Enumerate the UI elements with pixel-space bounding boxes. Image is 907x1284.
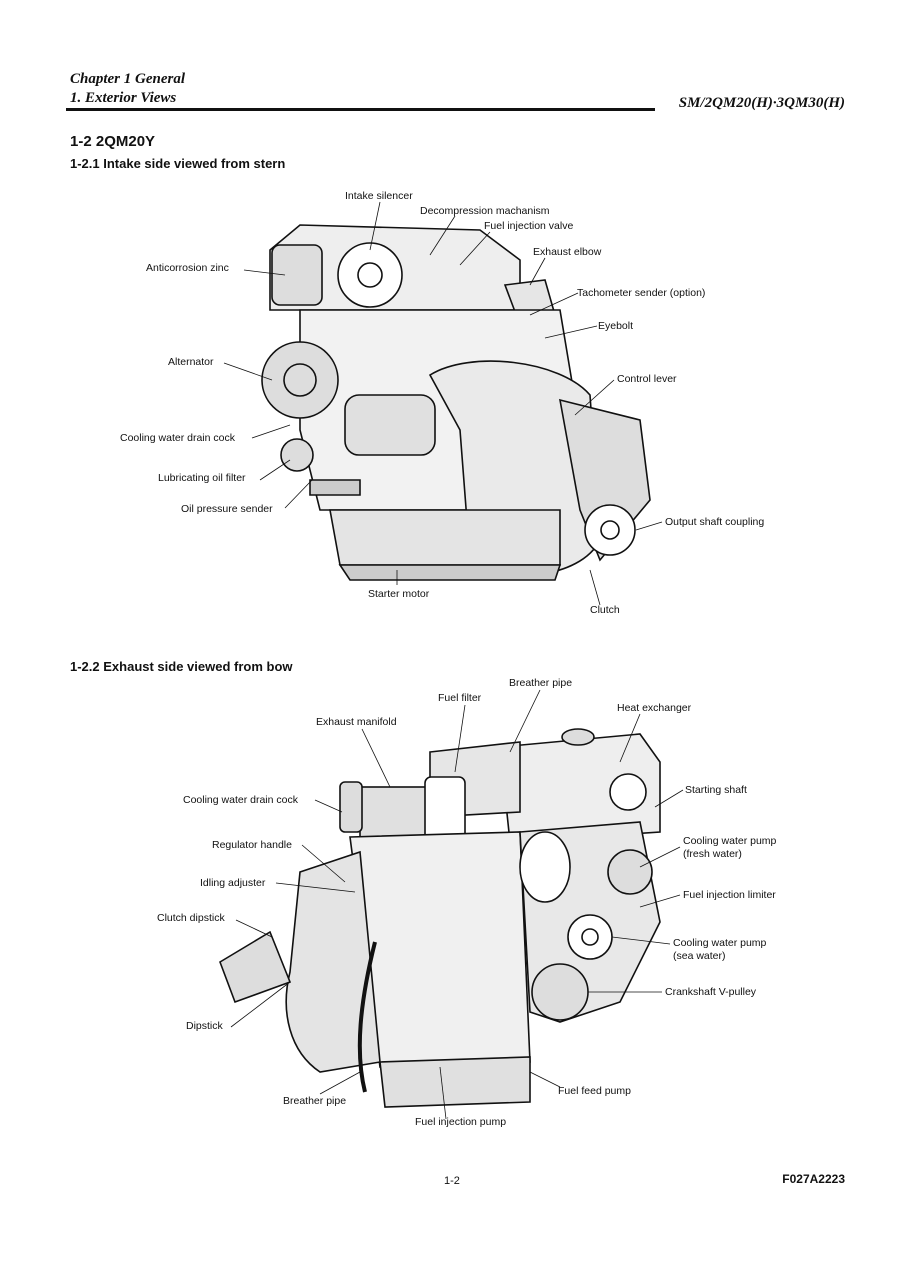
label-cooling-water-drain-cock-2: Cooling water drain cock <box>183 794 298 806</box>
label-control-lever: Control lever <box>617 373 677 385</box>
label-starting-shaft: Starting shaft <box>685 784 747 796</box>
figure1-engine-intake-side: Intake silencer Decompression machanism … <box>0 180 907 620</box>
label-tachometer-sender: Tachometer sender (option) <box>577 287 706 299</box>
label-eyebolt: Eyebolt <box>598 320 634 332</box>
document-code: F027A2223 <box>782 1172 845 1186</box>
label-dipstick: Dipstick <box>186 1020 223 1032</box>
section-title: 1-2 2QM20Y <box>70 133 156 150</box>
chapter-heading: Chapter 1 General 1. Exterior Views <box>70 70 185 108</box>
label-exhaust-elbow: Exhaust elbow <box>533 246 602 258</box>
label-cooling-water-drain-cock: Cooling water drain cock <box>120 432 235 444</box>
label-cooling-water-pump-fresh-line2: (fresh water) <box>683 848 742 860</box>
label-anticorrosion-zinc: Anticorrosion zinc <box>146 262 229 274</box>
label-alternator: Alternator <box>168 356 214 368</box>
label-exhaust-manifold: Exhaust manifold <box>316 716 397 728</box>
engine-illustration-1 <box>223 201 663 606</box>
label-cooling-water-pump-sea: Cooling water pump (sea water) <box>673 937 766 963</box>
label-lubricating-oil-filter: Lubricating oil filter <box>158 472 246 484</box>
label-output-shaft-coupling: Output shaft coupling <box>665 516 765 528</box>
header-rule <box>66 108 655 111</box>
label-fuel-feed-pump: Fuel feed pump <box>558 1085 631 1097</box>
label-fuel-injection-pump: Fuel injection pump <box>415 1116 507 1128</box>
label-breather-pipe-bottom: Breather pipe <box>283 1095 347 1107</box>
label-breather-pipe-top: Breather pipe <box>509 677 573 689</box>
label-heat-exchanger: Heat exchanger <box>617 702 692 714</box>
label-intake-silencer: Intake silencer <box>345 190 413 202</box>
subchapter-title: 1. Exterior Views <box>70 90 177 106</box>
label-fuel-filter: Fuel filter <box>438 692 482 704</box>
label-cooling-water-pump-sea-line2: (sea water) <box>673 950 726 962</box>
label-regulator-handle: Regulator handle <box>212 839 292 851</box>
figure2-engine-exhaust-side: Breather pipe Fuel filter Heat exchanger… <box>0 672 907 1142</box>
figure1-title: 1-2.1 Intake side viewed from stern <box>70 156 286 171</box>
label-idling-adjuster: Idling adjuster <box>200 877 266 889</box>
label-cooling-water-pump-sea-line1: Cooling water pump <box>673 937 767 949</box>
label-clutch-dipstick: Clutch dipstick <box>157 912 225 924</box>
label-fuel-injection-valve: Fuel injection valve <box>484 220 574 232</box>
label-fuel-injection-limiter: Fuel injection limiter <box>683 889 776 901</box>
chapter-title: Chapter 1 General <box>70 71 186 87</box>
model-code: SM/2QM20(H)·3QM30(H) <box>678 95 845 111</box>
figure2-title: 1-2.2 Exhaust side viewed from bow <box>70 659 293 674</box>
engine-illustration-2 <box>219 689 684 1120</box>
label-cooling-water-pump-fresh-line1: Cooling water pump <box>683 835 777 847</box>
label-crankshaft-v-pulley: Crankshaft V-pulley <box>665 986 757 998</box>
label-starter-motor: Starter motor <box>368 588 430 600</box>
label-oil-pressure-sender: Oil pressure sender <box>181 503 273 515</box>
page-number: 1-2 <box>444 1175 460 1187</box>
label-decompression: Decompression machanism <box>420 205 550 217</box>
label-clutch: Clutch <box>590 604 620 616</box>
label-cooling-water-pump-fresh: Cooling water pump (fresh water) <box>683 835 776 861</box>
